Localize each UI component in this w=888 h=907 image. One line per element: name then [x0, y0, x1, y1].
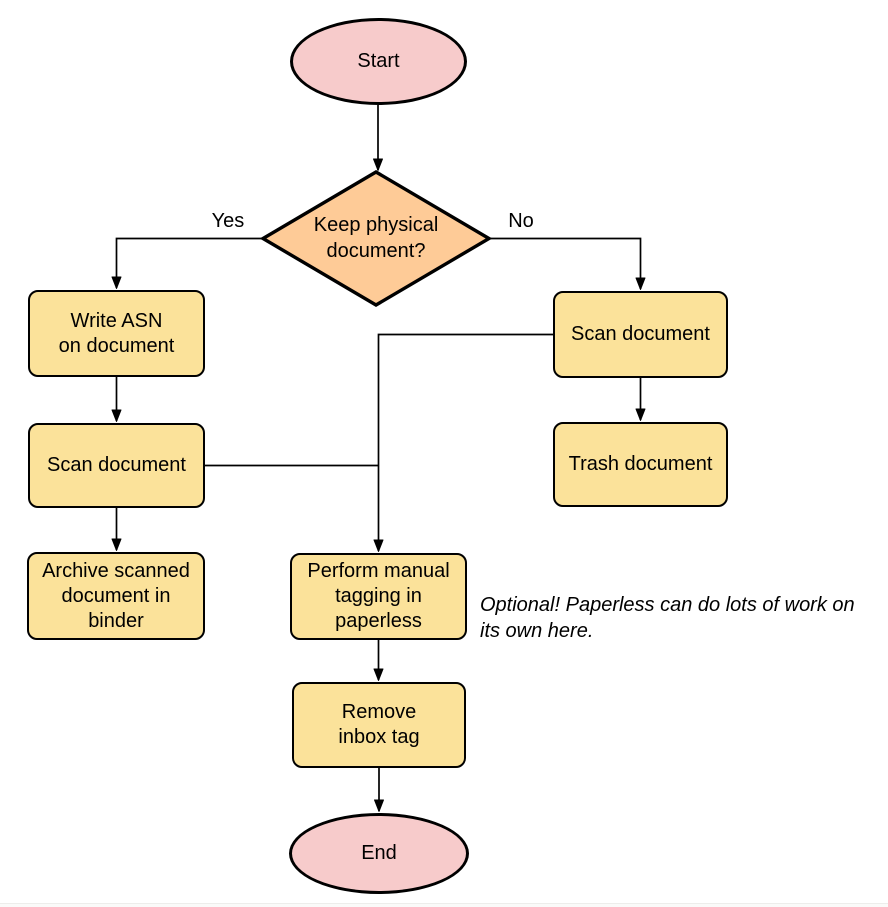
process-remove-inbox-tag: Remove inbox tag — [292, 682, 466, 768]
start-node: Start — [290, 18, 467, 105]
end-label: End — [361, 842, 397, 864]
edge-label-yes: Yes — [211, 210, 245, 232]
process-archive-binder: Archive scanned document in binder — [27, 552, 205, 640]
bottom-page-edge — [0, 903, 888, 907]
process-write-asn: Write ASN on document — [28, 290, 205, 377]
process-trash-document-label: Trash document — [568, 453, 713, 475]
edge-scan-right-to-tagging — [373, 333, 553, 552]
process-scan-document-left: Scan document — [28, 423, 205, 508]
decision-diamond — [259, 170, 493, 307]
process-scan-document-right: Scan document — [553, 291, 728, 378]
process-manual-tagging: Perform manual tagging in paperless — [290, 553, 467, 640]
process-scan-document-left-label: Scan document — [47, 454, 186, 476]
process-scan-document-right-label: Scan document — [571, 323, 710, 345]
edge-decision-no-to-scan-right — [489, 237, 646, 290]
optional-note: Optional! Paperless can do lots of work … — [480, 594, 855, 642]
edge-decision-yes-to-write-asn — [111, 237, 263, 289]
start-label: Start — [357, 50, 400, 72]
process-trash-document: Trash document — [553, 422, 728, 507]
end-node: End — [289, 813, 469, 894]
process-manual-tagging-label: Perform manual tagging in paperless — [307, 560, 450, 632]
process-archive-binder-label: Archive scanned document in binder — [42, 559, 190, 632]
decision-label: Keep physical document? — [313, 214, 439, 262]
edge-label-no: No — [508, 210, 534, 232]
process-write-asn-label: Write ASN on document — [58, 309, 175, 357]
process-remove-inbox-tag-label: Remove inbox tag — [338, 701, 420, 748]
